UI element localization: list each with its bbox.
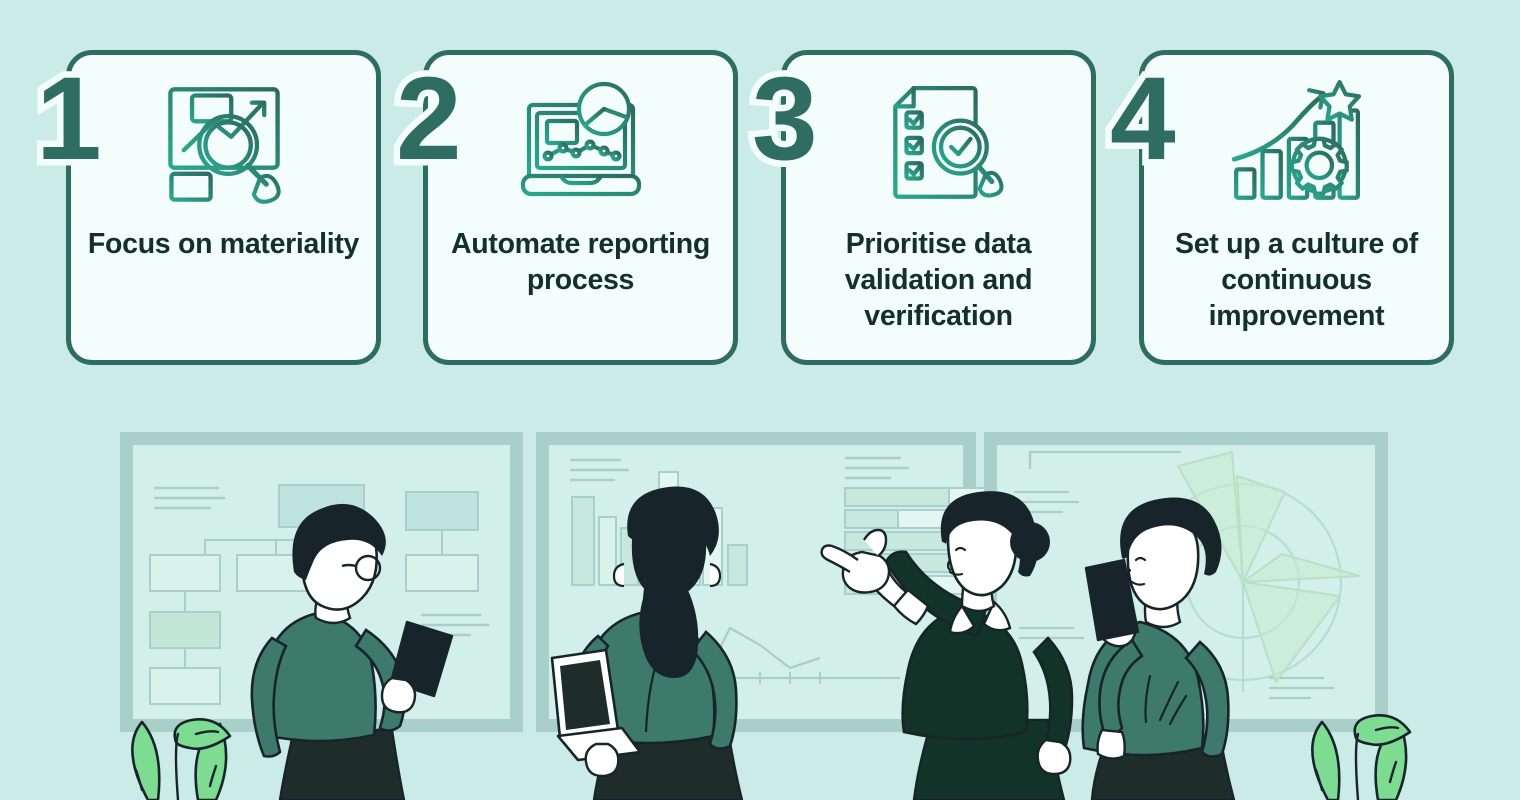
plant-left <box>131 718 232 800</box>
step-number-3: 3 <box>746 53 825 185</box>
step-card-1[interactable]: Focus on materiality <box>66 50 381 365</box>
person-with-phone <box>1081 497 1236 800</box>
laptop <box>550 648 642 762</box>
laptop-dashboard-icon <box>506 75 656 215</box>
step-card-3[interactable]: Prioritise data validation and verificat… <box>781 50 1096 365</box>
step-number-2: 2 <box>390 53 469 185</box>
person-with-laptop <box>550 486 744 800</box>
steps-card-row: Focus on materiality <box>30 50 1454 365</box>
step-card-1-title: Focus on materiality <box>87 228 360 260</box>
growth-gear-star-icon <box>1222 75 1372 215</box>
step-card-2-title: Automate reporting process <box>450 228 711 296</box>
team-illustration <box>0 400 1520 800</box>
step-card-4[interactable]: Set up a culture of continuous improveme… <box>1139 50 1454 365</box>
step-card-4-title: Set up a culture of continuous improveme… <box>1175 228 1418 332</box>
chart-magnifier-icon <box>149 75 299 215</box>
person-with-tablet <box>250 503 454 800</box>
person-pointing <box>820 491 1074 800</box>
step-number-1: 1 <box>30 53 109 185</box>
step-card-2[interactable]: Automate reporting process <box>423 50 738 365</box>
plant-right <box>1311 714 1412 800</box>
step-number-4: 4 <box>1104 53 1183 185</box>
checklist-verify-icon <box>864 75 1014 215</box>
step-card-3-title: Prioritise data validation and verificat… <box>844 228 1033 332</box>
